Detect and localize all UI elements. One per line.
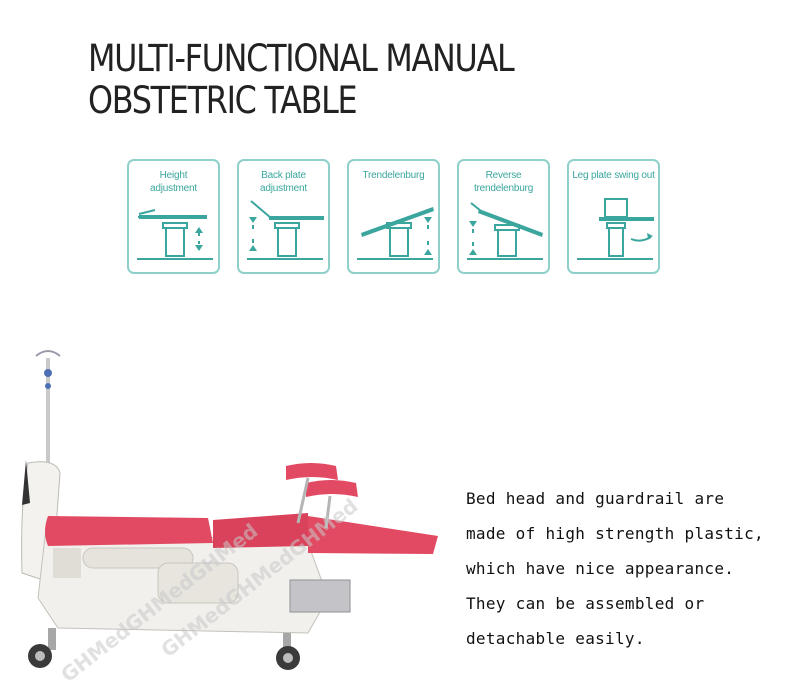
feature-leg-plate-swing-out: Leg plate swing out	[567, 159, 660, 274]
feature-label: Back plate adjustment	[260, 170, 307, 194]
title-line-1: MULTI-FUNCTIONAL MANUAL	[88, 37, 515, 80]
description-line: made of high strength plastic,	[466, 524, 764, 543]
feature-height-adjustment: Height adjustment	[127, 159, 220, 274]
trendelenburg-icon	[357, 207, 434, 260]
basin	[289, 579, 351, 613]
description-text: Bed head and guardrail are made of high …	[466, 481, 796, 656]
leg-plate-swing-out-icon	[577, 198, 654, 260]
mattress	[45, 513, 438, 554]
leg-supports	[286, 463, 358, 529]
feature-label: Leg plate swing out	[572, 170, 655, 181]
wheels	[28, 628, 300, 670]
back-plate-adjustment-icon	[247, 200, 324, 260]
page-title: MULTI-FUNCTIONAL MANUAL OBSTETRIC TABLE	[88, 37, 515, 122]
description-line: detachable easily.	[466, 629, 645, 648]
feature-label: Reverse trendelenburg	[473, 170, 534, 194]
iv-pole	[35, 350, 61, 468]
obstetric-table-image: GHMedGHMedGHMed GHMedGHMedGHMed	[21, 350, 438, 687]
height-adjustment-icon	[137, 209, 213, 260]
table-base	[37, 527, 329, 634]
feature-reverse-trendelenburg: Reverse trendelenburg	[457, 159, 550, 274]
feature-label: Trendelenburg	[362, 170, 425, 181]
feature-back-plate-adjustment: Back plate adjustment	[237, 159, 330, 274]
feature-label: Height adjustment	[150, 170, 197, 194]
title-line-2: OBSTETRIC TABLE	[88, 79, 358, 122]
description-line: Bed head and guardrail are	[466, 489, 725, 508]
feature-trendelenburg: Trendelenburg	[347, 159, 440, 274]
description-line: They can be assembled or	[466, 594, 705, 613]
reverse-trendelenburg-icon	[467, 202, 543, 260]
description-line: which have nice appearance.	[466, 559, 735, 578]
